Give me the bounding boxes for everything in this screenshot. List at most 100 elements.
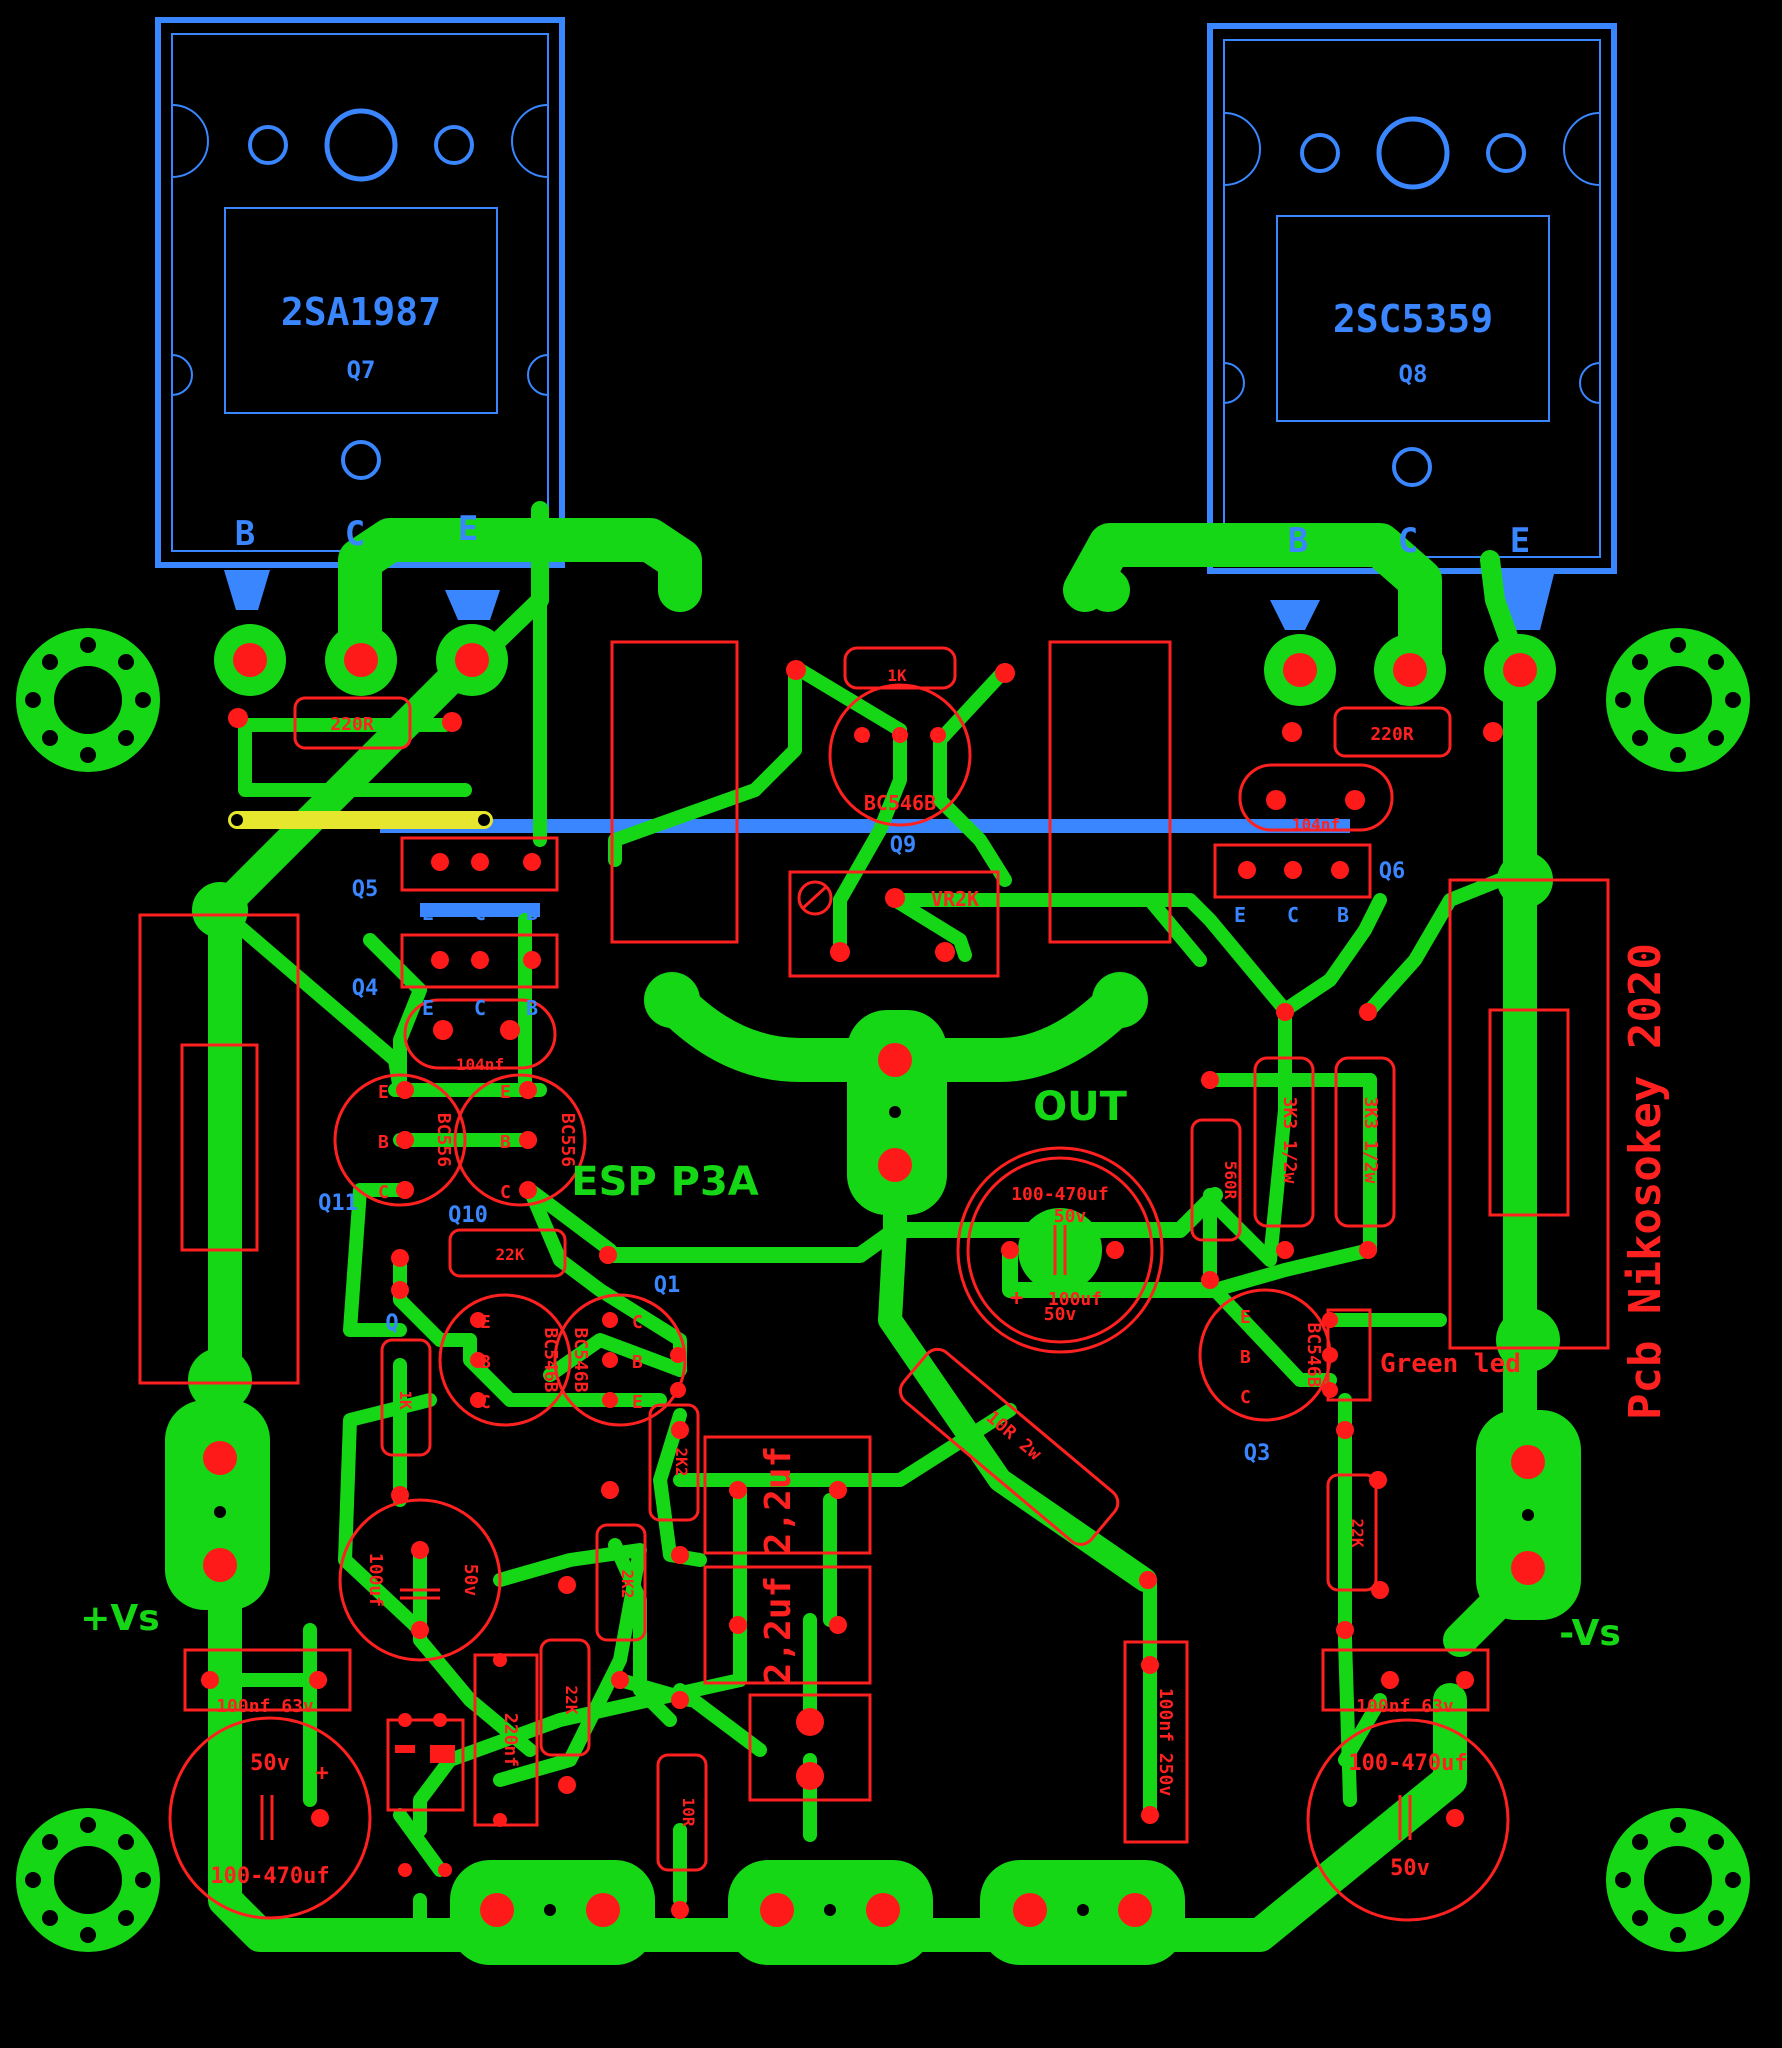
cap-220n-label: 220nf <box>500 1713 521 1767</box>
q5-pin-c: C <box>474 901 486 925</box>
q9-pin-c: C <box>859 726 870 747</box>
r22k-right-label: 22K <box>1348 1519 1367 1548</box>
q10-part-label: BC556 <box>557 1113 578 1167</box>
cap-out-rating-c: 100uf <box>1048 1289 1102 1310</box>
q1-pin-e: E <box>632 1392 643 1413</box>
r10r-label: 10R <box>679 1798 698 1827</box>
q11-pin-e: E <box>378 1082 389 1103</box>
vs-minus-label: -Vs <box>1559 1613 1621 1654</box>
r1k-label: 1K <box>887 666 907 685</box>
q1-pin-b: B <box>632 1352 643 1373</box>
cap-big-left-plus: + <box>315 1761 328 1786</box>
q10-ref-label: Q10 <box>448 1203 488 1228</box>
cap-2u2-a-label: 2,2uf <box>758 1446 799 1554</box>
q5-pin-b: B <box>526 901 538 925</box>
cap-symbols <box>260 1225 1412 1840</box>
q4-pin-e: E <box>422 996 434 1020</box>
r220-right-label: 220R <box>1370 724 1414 745</box>
r2k2-a-label: 2K2 <box>672 1448 691 1477</box>
q1-ref-label: Q1 <box>654 1273 681 1298</box>
q11-pin-b: B <box>378 1132 389 1153</box>
cap-2u2-b-label: 2,2uf <box>758 1576 799 1684</box>
c104-left-label: 104nf <box>456 1055 504 1074</box>
q9-pin-e: E <box>932 726 943 747</box>
cap-big-right-capacity: 100-470uf <box>1348 1751 1467 1776</box>
q11-part-label: BC556 <box>433 1113 454 1167</box>
r560-label: 560R <box>1221 1161 1240 1200</box>
q4-ref-label: Q4 <box>352 976 379 1001</box>
cap-big-left-capacity: 100-470uf <box>210 1864 329 1889</box>
q6-pin-e: E <box>1234 903 1246 927</box>
jumper-wire <box>228 811 493 829</box>
q6-pin-c: C <box>1287 903 1299 927</box>
q1-pin-c: C <box>632 1312 643 1333</box>
q3-pin-b: B <box>1240 1347 1251 1368</box>
q7-pin-c: C <box>345 514 365 554</box>
cap-100n63-right-label: 100nf 63v <box>1356 1696 1454 1717</box>
q7-pin-e: E <box>458 509 478 549</box>
q9-part-label: BC546B <box>864 791 936 815</box>
r22k-mid-label: 22K <box>496 1245 525 1264</box>
q4-pin-b: B <box>526 996 538 1020</box>
r1k-vert-label: 1K <box>396 1390 415 1410</box>
vs-plus-label: +Vs <box>80 1598 159 1639</box>
credit-label: Pcb Nikosokey 2020 <box>1620 943 1671 1420</box>
q9-ref-label: Q9 <box>890 833 917 858</box>
r2k2-b-label: 2K2 <box>618 1570 637 1599</box>
project-label: ESP P3A <box>571 1159 759 1205</box>
q5-pin-e: E <box>422 901 434 925</box>
c104-right-label: 104nf <box>1292 815 1340 834</box>
cap-out-plus: + <box>1010 1286 1023 1311</box>
r22k-low-label: 22K <box>562 1686 581 1715</box>
q8-part-label: 2SC5359 <box>1333 297 1493 341</box>
cap-big-right-voltage: 50v <box>1390 1856 1430 1881</box>
q7-part-label: 2SA1987 <box>281 290 441 334</box>
q4-pin-c: C <box>474 996 486 1020</box>
out-label: OUT <box>1033 1084 1127 1130</box>
cap-100n-250-label: 100nf 250v <box>1155 1688 1176 1797</box>
q2-ref-label: Q <box>385 1311 398 1336</box>
q3-ref-label: Q3 <box>1244 1441 1271 1466</box>
q1-part-label: BC546B <box>570 1327 591 1392</box>
cap-left-50v-label: 50v <box>460 1564 481 1597</box>
mounting-holes <box>25 637 1741 1943</box>
q6-ref-label: Q6 <box>1379 859 1406 884</box>
q11-pin-c: C <box>378 1182 389 1203</box>
q10-pin-c: C <box>500 1182 511 1203</box>
q8-ref-label: Q8 <box>1399 360 1428 388</box>
q5-ref-label: Q5 <box>352 877 379 902</box>
q2-pin-b: B <box>480 1352 491 1373</box>
q2-pin-e: E <box>480 1312 491 1333</box>
bottom-copper-layer <box>203 501 1537 1952</box>
cap-big-left-voltage: 50v <box>250 1751 290 1776</box>
q7-ref-label: Q7 <box>347 356 376 384</box>
cap-out-rating-b: 50v <box>1054 1206 1087 1227</box>
pad-holes <box>201 643 1545 1927</box>
q7-pin-b: B <box>235 514 255 554</box>
q8-pin-c: C <box>1398 521 1418 561</box>
q10-pin-e: E <box>500 1082 511 1103</box>
q3-pin-c: C <box>1240 1387 1251 1408</box>
silkscreen-layer <box>138 640 1610 1922</box>
q3-pin-e: E <box>1240 1307 1251 1328</box>
q2-pin-c: C <box>480 1392 491 1413</box>
q8-pin-b: B <box>1288 521 1308 561</box>
q2-part-label: BC546B <box>540 1327 561 1392</box>
r3k3-b-label: 3K3 1/2w <box>1360 1097 1381 1184</box>
cap-out-rating-d: 50v <box>1044 1304 1077 1325</box>
r3k3-a-label: 3K3 1/2w <box>1279 1097 1300 1184</box>
cap-left-100u-label: 100uf <box>365 1553 386 1607</box>
q9-outline <box>828 683 972 827</box>
vr2k-label: VR2K <box>931 887 979 911</box>
q10-pin-b: B <box>500 1132 511 1153</box>
diode-marks <box>395 1745 455 1763</box>
q8-pin-e: E <box>1510 521 1530 561</box>
q6-pin-b: B <box>1337 903 1349 927</box>
green-led-label: Green led <box>1380 1349 1521 1379</box>
cap-out-rating-a: 100-470uf <box>1011 1184 1109 1205</box>
cap-100n63-left-label: 100nf 63v <box>216 1696 314 1717</box>
q3-part-label: BC546B <box>1303 1322 1324 1387</box>
q11-ref-label: Q11 <box>318 1191 358 1216</box>
q9-pin-b: B <box>895 726 906 747</box>
